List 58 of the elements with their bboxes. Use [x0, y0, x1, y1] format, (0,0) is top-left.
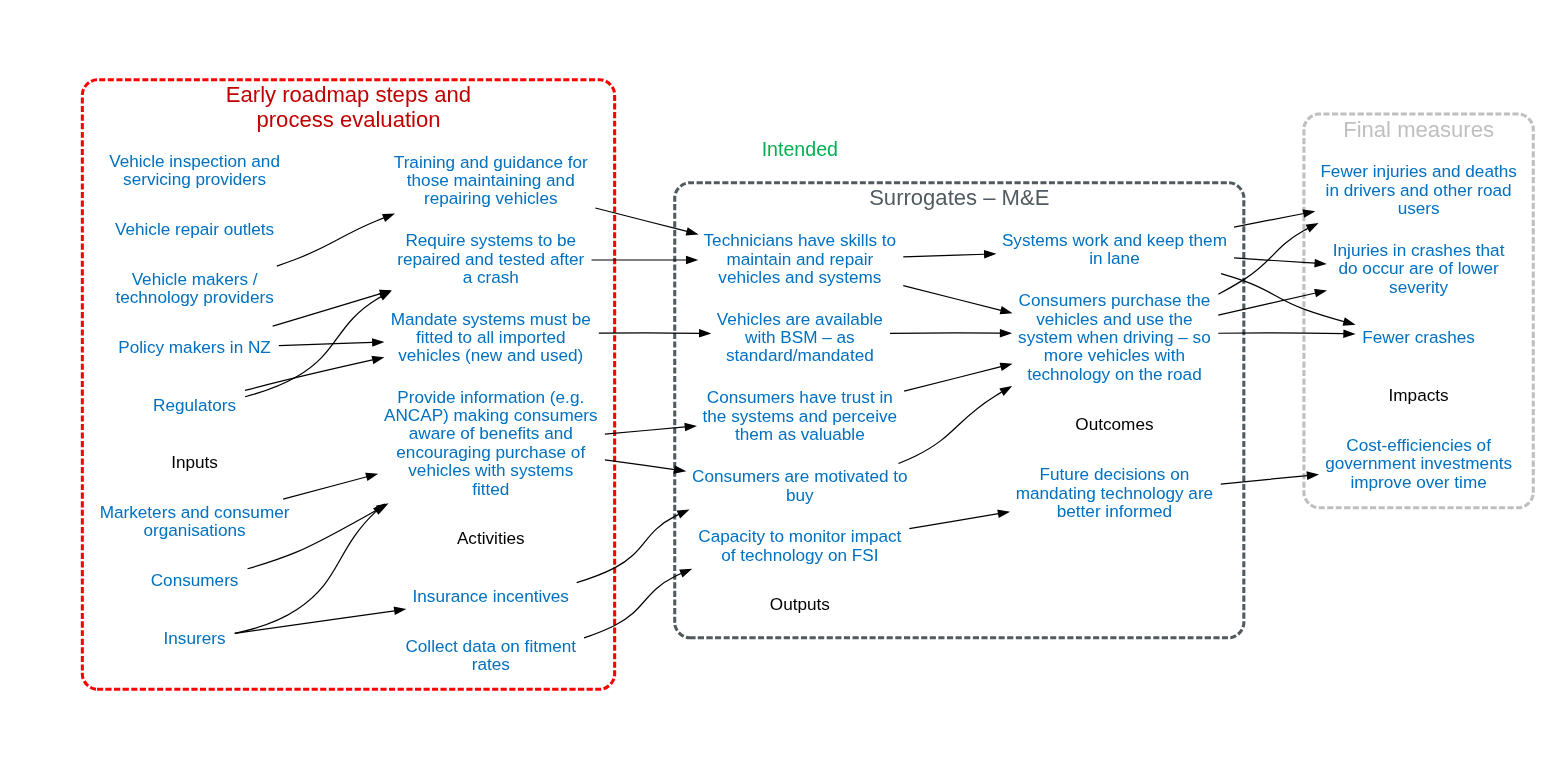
- arrow: [282, 472, 379, 500]
- arrow: [902, 249, 997, 259]
- arrow: [1217, 288, 1328, 316]
- node-text: Fewer injuries and deaths in drivers and other road users: [1320, 160, 1517, 218]
- arrow: [234, 502, 385, 634]
- node-text: Collect data on fitment rates: [405, 635, 577, 674]
- node-text: Consumers are motivated to buy: [692, 465, 908, 505]
- node-text: Vehicle repair outlets: [114, 218, 275, 239]
- arrow: [594, 206, 699, 235]
- node-text: Regulators: [153, 394, 237, 414]
- node-text: Policy makers in NZ: [118, 336, 271, 357]
- node-text: Marketers and consumer organisations: [99, 501, 290, 540]
- label: Inputs: [171, 451, 218, 472]
- arrow: [583, 568, 693, 638]
- arrow: [1220, 272, 1356, 326]
- arrow: [902, 284, 1013, 314]
- node-text: Training and guidance for those maintaining and repairing vehicles: [393, 151, 588, 208]
- arrow: [1233, 208, 1316, 228]
- arrow: [576, 509, 690, 583]
- arrow: [1217, 222, 1319, 295]
- node-text: Technicians have skills to maintain and repair vehicles and systems: [703, 229, 897, 287]
- label: Outputs: [769, 593, 830, 614]
- node-text: Capacity to monitor impact of technology on FSI: [698, 525, 902, 565]
- label: Activities: [456, 527, 525, 548]
- node-text: Vehicle inspection and servicing providers: [109, 150, 280, 189]
- arrow: [604, 458, 687, 474]
- label: Outcomes: [1075, 413, 1154, 434]
- node-text: Future decisions on mandating technology are better informed: [1015, 463, 1214, 521]
- node-text: Insurers: [163, 627, 226, 648]
- node-text: Cost-efficiencies of government investments improve over time: [1325, 434, 1513, 492]
- node-text: Mandate systems must be fitted to all imported vehicles (new and used): [390, 308, 591, 365]
- arrow: [1217, 328, 1356, 338]
- arrow: [278, 337, 385, 347]
- arrow: [897, 385, 1013, 464]
- arrow: [1220, 470, 1320, 485]
- arrow: [604, 422, 697, 435]
- node-text: Consumers: [150, 569, 239, 590]
- arrow: [276, 213, 395, 267]
- label: Intended: [761, 137, 839, 160]
- node-text: Fewer crashes: [1362, 326, 1475, 347]
- arrow: [1233, 256, 1327, 267]
- arrow: [234, 606, 407, 634]
- node-text: Require systems to be repaired and tested after a crash: [397, 229, 585, 287]
- label: Impacts: [1388, 384, 1449, 405]
- arrow: [244, 355, 385, 391]
- arrow: [590, 255, 699, 264]
- node-text: Provide information (e.g. ANCAP) making consumers aware of benefits and encouraging purchase of vehicles with systems fitted: [383, 386, 598, 499]
- node-text: Consumers have trust in the systems and perceive them as valuable: [702, 386, 898, 444]
- node-text: Injuries in crashes that do occur are of lower severity: [1332, 239, 1505, 297]
- node-text: Systems work and keep them in lane: [1001, 229, 1227, 268]
- node-text: Insurance incentives: [412, 585, 569, 606]
- arrow: [598, 328, 712, 338]
- arrow: [908, 509, 1011, 529]
- node-text: Consumers purchase the vehicles and use the system when driving – so more vehicles with technology on the road: [1018, 289, 1211, 384]
- node-text: Vehicles are available with BSM – as standard/mandated: [716, 308, 883, 365]
- arrow: [889, 328, 1013, 337]
- arrow: [903, 362, 1013, 392]
- node-text: Vehicle makers / technology providers: [115, 268, 274, 307]
